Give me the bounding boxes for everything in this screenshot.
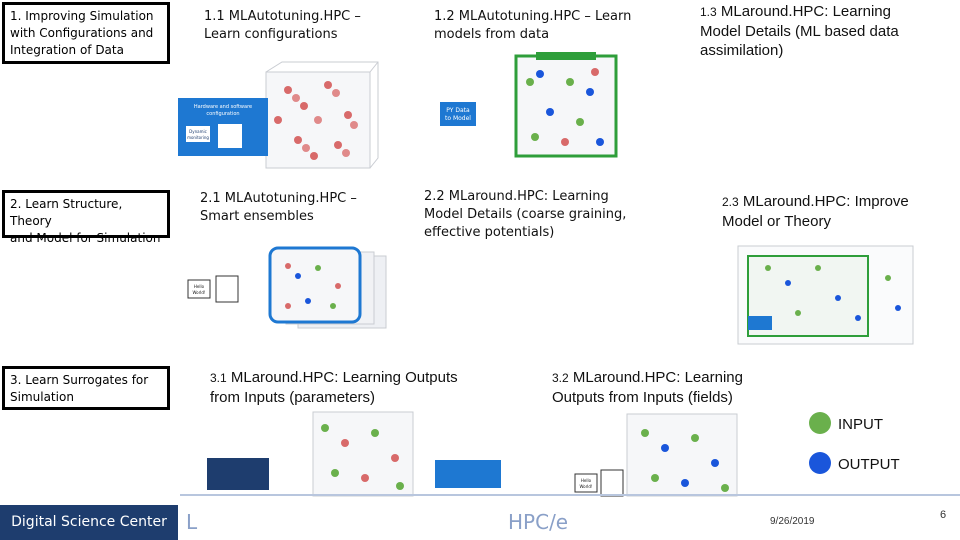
caption-3-2: 3.2 MLaround.HPC: Learning Outputs from … — [552, 368, 743, 407]
caption-2-3: 2.3 MLaround.HPC: Improve Model or Theor… — [722, 192, 909, 231]
footer-title-fragment-left: L — [186, 510, 198, 534]
label-line: Integration of Data — [10, 43, 124, 57]
server-icon — [215, 275, 239, 303]
label-improving-simulation: 1. Improving Simulation with Configurati… — [2, 2, 170, 64]
caption-2-2: 2.2 MLaround.HPC: Learning Model Details… — [424, 188, 626, 242]
panel-1-1-illustration: Hardware and software configuration Dyna… — [178, 61, 379, 169]
caption-line: models from data — [434, 27, 550, 42]
panel-3-1-illustration — [207, 411, 501, 497]
footer-org: Digital Science Center — [0, 505, 178, 540]
footer-title-fragment-right: HPC/e — [508, 510, 569, 534]
py-data-text: to Model — [445, 115, 471, 122]
caption-line: effective potentials) — [424, 225, 555, 240]
caption-number: 3.1 — [210, 371, 227, 385]
caption-number: 3.2 — [552, 371, 569, 385]
caption-line: assimilation) — [700, 42, 784, 59]
summary-box — [435, 460, 501, 488]
page-number: 6 — [940, 509, 947, 521]
caption-line: MLaround.HPC: Learning — [572, 369, 743, 386]
caption-line: Model Details (coarse graining, — [424, 207, 627, 222]
molecule-chains — [274, 81, 358, 160]
output-legend-label: OUTPUT — [838, 456, 900, 473]
label-learn-surrogates: 3. Learn Surrogates for Simulation — [2, 366, 170, 410]
model-points — [765, 265, 901, 321]
config-box-text: Hardware and software — [194, 104, 252, 110]
caption-line: 2.1 MLAutotuning.HPC – — [200, 191, 357, 206]
ensemble-cube-front — [268, 246, 362, 324]
input-output-points — [526, 68, 604, 146]
caption-1-3: 1.3 MLaround.HPC: Learning Model Details… — [700, 2, 940, 60]
caption-line: Model or Theory — [722, 213, 831, 230]
panel-1-2-illustration: PY Data to Model — [440, 52, 618, 158]
label-line: Simulation — [10, 390, 74, 404]
py-data-box — [440, 102, 476, 126]
hello-box — [187, 279, 211, 299]
caption-line: 1.1 MLAutotuning.HPC – — [204, 9, 361, 24]
caption-line: MLaround.HPC: Improve — [742, 193, 909, 210]
panel-2-3-illustration — [737, 245, 914, 345]
cube-header — [536, 52, 596, 60]
loop-box — [207, 458, 269, 490]
caption-3-1: 3.1 MLaround.HPC: Learning Outputs from … — [210, 368, 458, 407]
caption-line: 2.2 MLaround.HPC: Learning — [424, 189, 609, 204]
panel-2-1-illustration: Hello World! — [187, 246, 387, 329]
caption-line: Outputs from Inputs (fields) — [552, 389, 733, 406]
py-data-text: PY Data — [446, 107, 470, 114]
caption-1-2: 1.2 MLAutotuning.HPC – Learn models from… — [434, 8, 631, 44]
ensemble-molecules — [285, 263, 341, 309]
caption-line: MLaround.HPC: Learning Outputs — [230, 369, 458, 386]
caption-line: Learn configurations — [204, 27, 338, 42]
input-legend-icon — [809, 412, 831, 434]
caption-number: 2.3 — [722, 195, 739, 209]
label-learn-structure: 2. Learn Structure, Theory and Model for… — [2, 190, 170, 245]
monitor-box — [186, 126, 210, 142]
config-box-text: configuration — [206, 111, 239, 117]
caption-1-1: 1.1 MLAutotuning.HPC – Learn configurati… — [204, 8, 361, 44]
caption-line: 1.2 MLAutotuning.HPC – Learn — [434, 9, 632, 24]
hello-text: World! — [579, 484, 592, 489]
server-icon — [218, 124, 242, 148]
hello-box — [574, 473, 598, 493]
cube-edge — [369, 61, 379, 73]
server-icon — [600, 469, 624, 497]
hello-text: Hello — [581, 478, 592, 483]
label-line: with Configurations and — [10, 26, 154, 40]
label-line: 3. Learn Surrogates for — [10, 373, 149, 387]
caption-2-1: 2.1 MLAutotuning.HPC – Smart ensembles — [200, 190, 357, 226]
input-legend-label: INPUT — [838, 416, 883, 433]
caption-line: MLaround.HPC: Learning — [720, 3, 891, 20]
output-legend-icon — [809, 452, 831, 474]
caption-line: from Inputs (parameters) — [210, 389, 376, 406]
label-line: and Model for Simulation — [10, 231, 161, 245]
label-line: 1. Improving Simulation — [10, 9, 154, 23]
hello-text: World! — [192, 290, 205, 295]
caption-line: Model Details (ML based data — [700, 23, 899, 40]
model-box — [748, 316, 772, 330]
hello-text: Hello — [194, 284, 205, 289]
label-line: 2. Learn Structure, Theory — [10, 197, 123, 228]
footer-date: 9/26/2019 — [770, 516, 815, 527]
panel-3-2-illustration: Hello World! — [574, 413, 738, 497]
caption-line: Smart ensembles — [200, 209, 314, 224]
footer-divider — [180, 494, 960, 496]
surrogate-points — [321, 424, 404, 490]
surrogate-cube — [312, 411, 414, 497]
caption-number: 1.3 — [700, 5, 717, 19]
monitor-text: Dynamic — [189, 129, 207, 134]
field-points — [641, 429, 729, 492]
monitor-text: monitoring — [187, 135, 209, 140]
